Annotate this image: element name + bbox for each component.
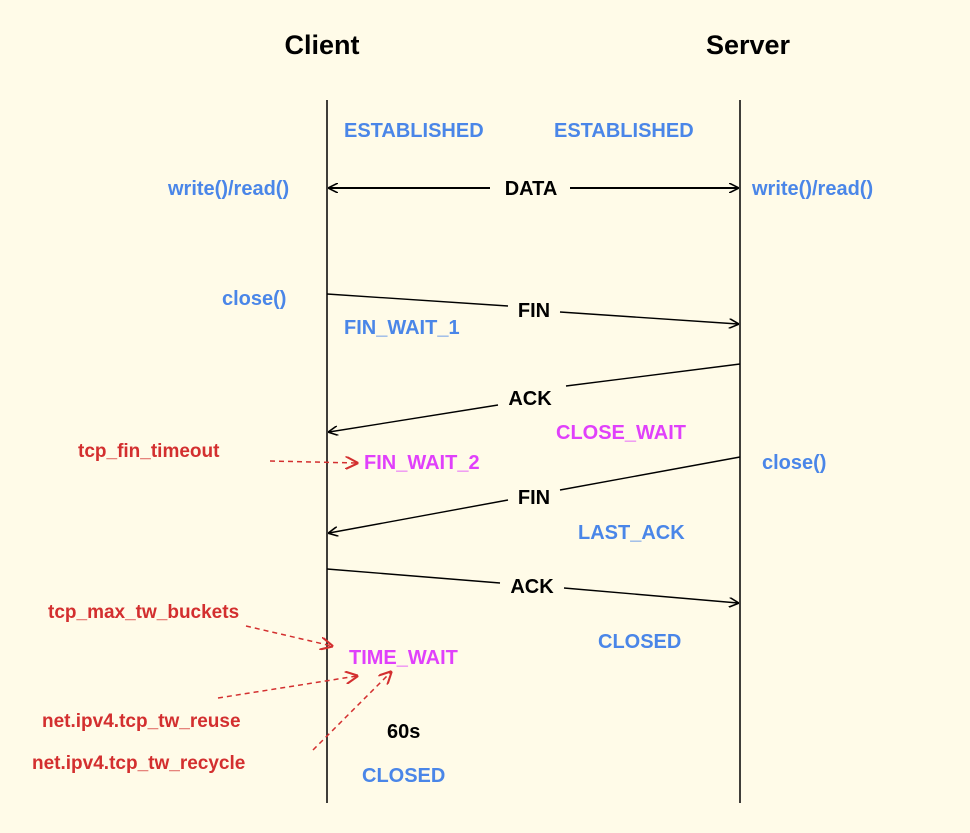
tcp-tw-reuse-param: net.ipv4.tcp_tw_reuse [42, 711, 241, 732]
fin-label-1: FIN [518, 300, 550, 322]
server-header: Server [706, 30, 791, 60]
fin-wait-1-state: FIN_WAIT_1 [344, 317, 460, 339]
server-closed-state: CLOSED [598, 631, 681, 653]
time-wait-duration: 60s [387, 721, 420, 743]
max-tw-buckets-pointer [245, 625, 332, 646]
data-label: DATA [505, 178, 558, 200]
close-wait-state: CLOSE_WAIT [556, 422, 686, 444]
ack-arrow-1b [329, 404, 499, 432]
client-io-call: write()/read() [167, 178, 289, 200]
fin-timeout-pointer [269, 461, 357, 463]
tcp-tw-recycle-param: net.ipv4.tcp_tw_recycle [32, 753, 245, 774]
ack-arrow-2a [326, 568, 501, 584]
time-wait-state: TIME_WAIT [349, 647, 458, 669]
server-established-state: ESTABLISHED [554, 120, 694, 142]
fin-wait-2-state: FIN_WAIT_2 [364, 452, 480, 474]
server-close-call: close() [762, 452, 826, 474]
client-closed-state: CLOSED [362, 765, 445, 787]
ack-label-1: ACK [508, 388, 552, 410]
fin-arrow-2a [559, 456, 741, 491]
client-header: Client [284, 30, 359, 60]
fin-arrow-1b [559, 311, 738, 324]
tw-reuse-pointer [217, 676, 357, 699]
server-io-call: write()/read() [751, 178, 873, 200]
fin-label-2: FIN [518, 487, 550, 509]
tcp-max-tw-buckets-param: tcp_max_tw_buckets [48, 602, 239, 623]
tcp-fin-timeout-param: tcp_fin_timeout [78, 441, 220, 462]
client-close-call: close() [222, 288, 286, 310]
ack-arrow-2b [563, 587, 738, 603]
tw-recycle-pointer [312, 672, 391, 751]
last-ack-state: LAST_ACK [578, 522, 685, 544]
ack-arrow-1a [565, 363, 741, 387]
fin-arrow-1a [326, 293, 509, 307]
client-established-state: ESTABLISHED [344, 120, 484, 142]
fin-arrow-2b [329, 499, 509, 533]
ack-label-2: ACK [510, 576, 554, 598]
